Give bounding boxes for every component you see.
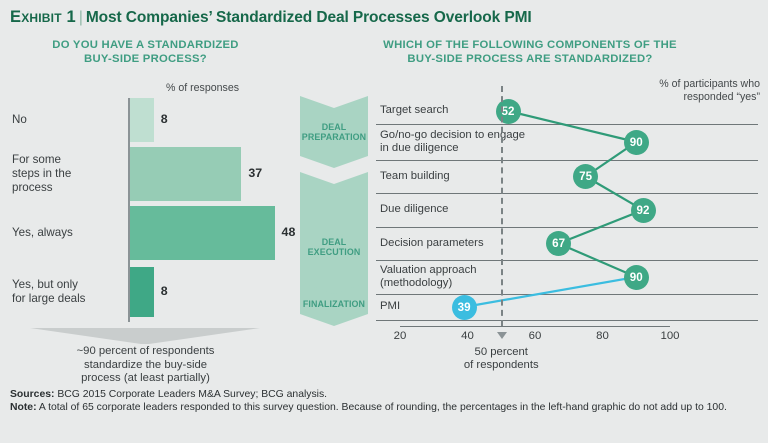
exhibit-headline: Most Companies’ Standardized Deal Proces… [85, 9, 532, 26]
component-label: Due diligence [380, 203, 449, 216]
dot-line-chart: % of participants who responded “yes” DE… [290, 72, 768, 371]
caption-line-1: ~90 percent of respondents [76, 345, 215, 357]
phase-chevron-finalization: FINALIZATION [300, 282, 368, 326]
note-label: Note: [10, 402, 37, 414]
reference-marker-icon [497, 332, 508, 339]
exhibit-number: Exhibit 1 [10, 8, 76, 26]
row-separator [376, 160, 758, 161]
bar-row: No 8 [0, 98, 290, 142]
phase-chevron-label: FINALIZATION [302, 298, 366, 309]
sources-label: Sources: [10, 389, 55, 400]
component-row: Team building [376, 160, 758, 193]
x-axis-tick-label: 40 [461, 330, 474, 342]
data-point[interactable]: 39 [451, 294, 477, 320]
component-row: Target search [376, 98, 758, 124]
sources-line: Sources: BCG 2015 Corporate Leaders M&A … [10, 388, 762, 401]
row-separator [376, 193, 758, 194]
bar-category-label: No [12, 113, 27, 126]
data-point[interactable]: 92 [630, 197, 656, 223]
right-panel-heading: WHICH OF THE FOLLOWING COMPONENTS OF THE… [300, 38, 760, 66]
title-separator: | [78, 9, 83, 26]
x-axis-line [400, 326, 670, 328]
caption-line-2: standardize the buy-side [83, 358, 208, 371]
bar-segment [129, 147, 242, 201]
footer-notes: Sources: BCG 2015 Corporate Leaders M&A … [10, 388, 762, 415]
exhibit-title-bar: Exhibit 1|Most Companies’ Standardized D… [10, 7, 760, 29]
bar-segment [129, 98, 154, 142]
left-panel-heading: DO YOU HAVE A STANDARDIZED BUY-SIDE PROC… [8, 38, 283, 66]
component-row: Due diligence [376, 193, 758, 227]
x-axis-tick-label: 80 [596, 330, 609, 342]
dot-chart-unit-label: % of participants who responded “yes” [659, 78, 760, 103]
reference-line-50 [501, 86, 504, 326]
bar-category-label: Yes, always [12, 226, 73, 239]
bar-segment [129, 206, 275, 260]
dot-chart-unit-label-line1: % of participants who [659, 78, 760, 90]
x-axis-tick-label: 60 [528, 330, 542, 342]
component-row: PMI [376, 294, 758, 320]
data-point[interactable]: 67 [546, 231, 572, 256]
sources-text: BCG 2015 Corporate Leaders M&A Survey; B… [54, 389, 328, 400]
row-separator [376, 227, 758, 228]
bar-value-label: 37 [248, 166, 263, 180]
left-panel-caption: ~90 percent of respondents standardize t… [18, 345, 273, 386]
data-point[interactable]: 90 [623, 129, 649, 155]
component-row: Valuation approach(methodology) [376, 260, 758, 294]
x-axis-tick-label: 20 [393, 330, 407, 342]
bar-value-label: 8 [160, 284, 168, 298]
component-label: Team building [380, 169, 450, 182]
bar-chart-unit-label: % of responses [166, 82, 240, 94]
page-title: Exhibit 1|Most Companies’ Standardized D… [10, 7, 760, 28]
bar-row: Yes, always 48 [0, 206, 295, 260]
note-text: A total of 65 corporate leaders responde… [36, 402, 727, 414]
row-separator [376, 260, 758, 261]
component-row: Decision parameters [376, 227, 758, 260]
data-point[interactable]: 52 [495, 98, 521, 124]
left-panel-heading-line2: BUY-SIDE PROCESS? [84, 53, 207, 65]
row-separator [376, 124, 758, 125]
row-separator [376, 294, 758, 295]
right-panel-heading-line1: WHICH OF THE FOLLOWING COMPONENTS OF THE [383, 39, 677, 51]
data-point[interactable]: 90 [623, 264, 649, 290]
bar-chart-baseline [128, 98, 130, 322]
data-point[interactable]: 75 [573, 164, 599, 189]
left-panel-heading-line1: DO YOU HAVE A STANDARDIZED [52, 39, 239, 51]
right-panel-heading-line2: BUY-SIDE PROCESS ARE STANDARDIZED? [407, 53, 653, 65]
bar-value-label: 48 [281, 225, 296, 239]
x-axis-tick-label: 100 [660, 330, 680, 342]
bar-segment [129, 267, 154, 317]
funnel-arrow-icon [30, 328, 260, 344]
note-line: Note: A total of 65 corporate leaders re… [10, 401, 762, 414]
component-label: Decision parameters [380, 236, 484, 249]
component-label: PMI [380, 300, 401, 313]
dot-chart-unit-label-line2: responded “yes” [683, 90, 760, 103]
row-separator [376, 320, 758, 321]
component-label: Target search [380, 104, 449, 117]
bar-value-label: 8 [160, 112, 168, 126]
caption-line-3: process (at least partially) [81, 372, 210, 385]
component-label: Valuation approach(methodology) [380, 263, 477, 289]
